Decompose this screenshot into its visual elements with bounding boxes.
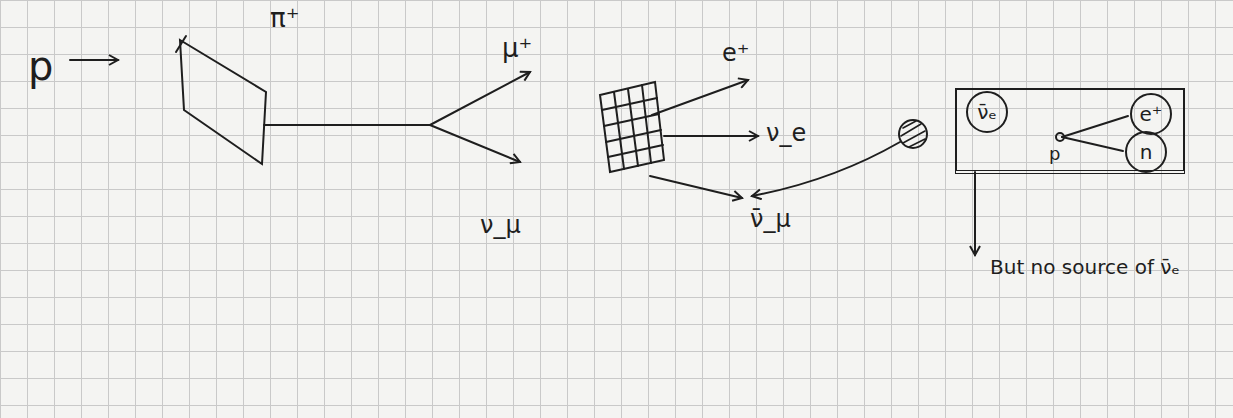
- proton-label: p: [1049, 144, 1060, 164]
- particle-circle: ν̄ₑ: [966, 91, 1008, 133]
- particle-label: e⁺: [722, 40, 749, 66]
- detector-box: p ν̄ₑ e⁺ n: [955, 88, 1185, 174]
- particle-label: ν_e: [766, 120, 806, 146]
- particle-circle: n: [1125, 131, 1167, 173]
- particle-label: p: [28, 44, 53, 88]
- particle-label: n: [1140, 141, 1153, 163]
- particle-label: μ⁺: [502, 34, 532, 63]
- particle-circle: e⁺: [1130, 93, 1172, 135]
- particle-label: ν̄_μ: [750, 206, 791, 232]
- particle-label: π⁺: [270, 4, 299, 33]
- particle-label: ν̄ₑ: [977, 101, 997, 123]
- particle-label: e⁺: [1140, 103, 1163, 125]
- particle-label: ν_μ: [480, 212, 521, 238]
- note: But no source of ν̄ₑ: [990, 252, 1180, 282]
